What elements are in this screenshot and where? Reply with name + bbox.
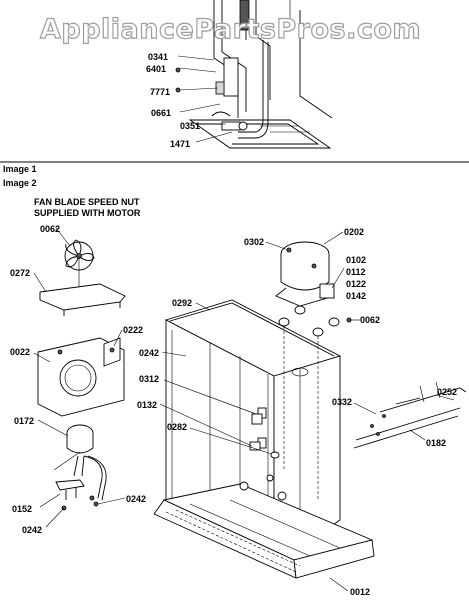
part-label-0341: 0341 [148,52,168,62]
part-label-0062-grommet: 0062 [360,315,380,325]
part-label-0102: 0102 [346,255,366,265]
part-label-0302: 0302 [244,237,264,247]
part-label-0142: 0142 [346,291,366,301]
fan-note-line2: SUPPLIED WITH MOTOR [34,208,141,218]
part-label-0242-housing: 0242 [139,348,159,358]
fan-shroud [37,337,125,417]
section-label-image2: Image 2 [3,178,37,188]
part-label-0112: 0112 [346,267,366,277]
watermark-text: AppliancePartsPros.com [40,14,421,45]
fan-motor [66,424,107,501]
part-label-0312: 0312 [139,374,159,384]
fan-blade [64,239,95,300]
part-label-0242-bottom: 0242 [22,525,42,535]
small-components [249,413,280,459]
compressor [275,241,335,307]
part-label-0062-fan-nut: 0062 [40,224,60,234]
image1-drawing [175,0,333,149]
part-label-0282: 0282 [167,422,187,432]
part-label-0012: 0012 [350,587,370,597]
part-label-0272: 0272 [10,268,30,278]
part-label-0172: 0172 [14,416,34,426]
fan-bracket [39,283,126,316]
compressor-grommets [278,305,340,500]
part-label-0332: 0332 [332,397,352,407]
callout-leaders [33,227,455,592]
part-label-0182: 0182 [426,438,446,448]
fan-note-line1: FAN BLADE SPEED NUT [34,197,140,207]
part-label-0351: 0351 [180,121,200,131]
part-label-0152: 0152 [12,504,32,514]
section-label-image1: Image 1 [3,164,37,174]
motor-bracket [55,479,95,501]
part-label-0252: 0252 [437,387,457,397]
part-label-0292: 0292 [172,298,192,308]
condenser-wires [353,381,467,449]
part-label-0132: 0132 [137,400,157,410]
part-label-0222: 0222 [123,325,143,335]
part-label-0202: 0202 [344,227,364,237]
screws [57,247,352,511]
part-label-0022: 0022 [10,347,30,357]
part-label-7771: 7771 [150,87,170,97]
part-label-0122: 0122 [346,279,366,289]
part-label-0661: 0661 [151,108,171,118]
part-label-1471: 1471 [170,139,190,149]
part-label-6401: 6401 [146,64,166,74]
base-pan [153,474,375,579]
part-label-0242-motor: 0242 [126,494,146,504]
